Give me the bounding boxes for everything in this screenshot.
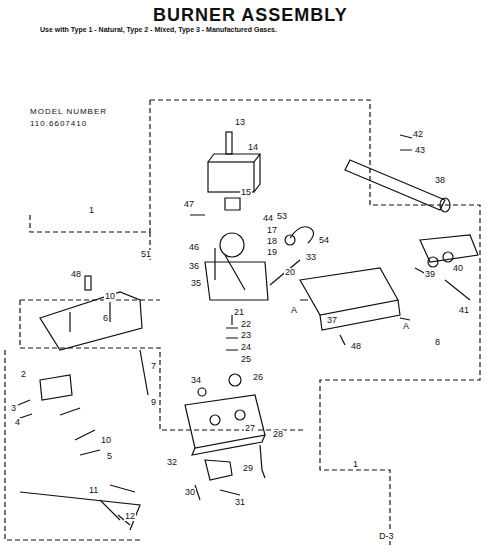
callout-number: 7: [150, 362, 157, 371]
callout-number: 22: [240, 320, 252, 329]
model-number: 110.6607410: [30, 120, 87, 128]
callout-number: 1: [352, 460, 359, 469]
callout-number: 41: [458, 306, 470, 315]
callout-number: 20: [284, 268, 296, 277]
callout-number: 25: [240, 355, 252, 364]
callout-number: 44: [262, 214, 274, 223]
callout-number: 10: [104, 292, 116, 301]
callout-number: 15: [240, 188, 252, 197]
callout-number: 14: [247, 143, 259, 152]
callout-number: 3: [10, 404, 17, 413]
callout-number: 6: [102, 314, 109, 323]
callout-number: 23: [240, 331, 252, 340]
callout-number: 9: [150, 398, 157, 407]
callout-number: 32: [166, 458, 178, 467]
callout-number: 51: [140, 250, 152, 259]
note-text: Use with Type 1 - Natural, Type 2 - Mixe…: [40, 26, 277, 33]
callout-number: 48: [350, 342, 362, 351]
callout-number: 47: [183, 200, 195, 209]
model-number: MODEL NUMBER: [30, 108, 107, 116]
callout-number: 42: [412, 130, 424, 139]
callout-number: 26: [252, 373, 264, 382]
callout-number: 54: [318, 236, 330, 245]
callout-number: 39: [424, 270, 436, 279]
callout-number: 38: [434, 176, 446, 185]
callout-number: 34: [190, 376, 202, 385]
callout-number: 48: [70, 270, 82, 279]
callout-number: 36: [188, 262, 200, 271]
callout-number: 11: [88, 486, 99, 495]
callout-number: 30: [184, 488, 196, 497]
callout-number: 24: [240, 343, 252, 352]
callout-number: 35: [190, 279, 202, 288]
diagram-title: BURNER ASSEMBLY: [153, 6, 348, 24]
callout-number: 12: [124, 512, 136, 521]
callout-number: 13: [234, 118, 246, 127]
callout-number: 10: [100, 436, 112, 445]
callout-number: 46: [188, 243, 200, 252]
callout-number: 17: [266, 226, 278, 235]
callout-number: A: [290, 306, 298, 315]
callout-number: 19: [266, 248, 278, 257]
callout-number: 28: [272, 430, 284, 439]
callout-number: 43: [414, 146, 426, 155]
callout-number: 4: [14, 418, 21, 427]
callout-number: 21: [233, 308, 245, 317]
callout-number: 37: [326, 316, 338, 325]
callout-number: 31: [234, 498, 246, 507]
callout-number: 5: [106, 452, 113, 461]
callout-number: 8: [434, 338, 441, 347]
callout-number: 33: [305, 253, 317, 262]
callout-number: 18: [266, 237, 278, 246]
callout-number: A: [402, 322, 410, 331]
callout-number: 40: [452, 264, 464, 273]
callout-number: 1: [88, 206, 95, 215]
callout-number: 53: [276, 212, 288, 221]
callout-number: 29: [242, 464, 254, 473]
callout-number: 2: [20, 370, 27, 379]
callout-number: D-3: [378, 532, 395, 541]
callout-number: 27: [244, 424, 256, 433]
